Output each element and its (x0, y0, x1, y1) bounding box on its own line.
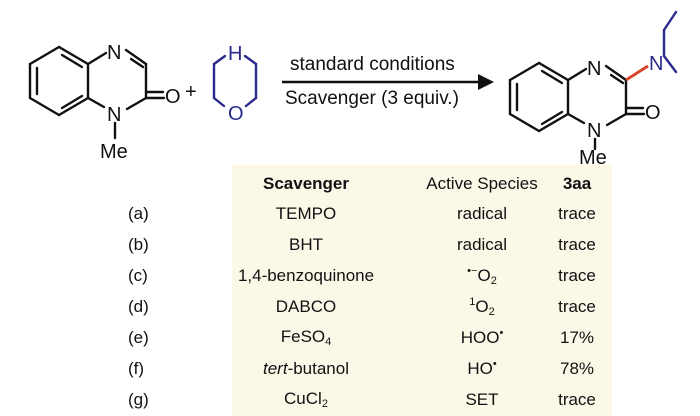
row-label: (f) (128, 358, 145, 378)
yield-value: trace (558, 265, 596, 285)
scavenger-name: DABCO (275, 296, 337, 316)
row-label: (c) (128, 265, 148, 285)
scavenger-name: CuCl2 (284, 389, 328, 410)
header-blank (128, 170, 190, 198)
atom-label-me: Me (100, 141, 128, 163)
yield-value: 78% (559, 358, 595, 378)
active-species: HOO• (460, 327, 504, 347)
conditions-top: standard conditions (290, 54, 455, 75)
atom-label-o: O (645, 102, 661, 124)
row-label: (b) (128, 234, 149, 254)
scavenger-name: tert-butanol (263, 358, 349, 378)
atom-label-n: N (107, 104, 121, 126)
atom-label-o: O (165, 86, 181, 108)
conditions-bottom: Scavenger (3 equiv.) (285, 88, 459, 109)
row-label: (a) (128, 203, 149, 223)
yield-value: 17% (559, 327, 595, 347)
atom-label-h: H (228, 43, 242, 65)
yield-value: trace (558, 234, 596, 254)
scavenger-name: TEMPO (275, 203, 337, 223)
atom-label-n: N (587, 58, 601, 80)
table-row: (c) 1,4-benzoquinone •−O2 trace (128, 260, 612, 291)
table-row: (f) tert-butanol HO• 78% (128, 353, 612, 384)
reaction-arrow (282, 74, 494, 90)
yield-value: trace (558, 203, 596, 223)
row-label: (e) (128, 327, 149, 347)
table-header-row: Scavenger Active Species 3aa (128, 170, 612, 198)
active-species: HO• (467, 358, 497, 378)
header-active-species: Active Species (426, 174, 538, 193)
active-species: 1O2 (469, 295, 495, 318)
morpholine-reactant (212, 54, 258, 108)
scavenger-name: 1,4-benzoquinone (237, 265, 375, 285)
atom-label-n: N (107, 42, 121, 64)
active-species: radical (456, 234, 508, 254)
results-table-background (232, 165, 612, 416)
quinoxalinone-reactant (28, 45, 166, 140)
row-label: (g) (128, 389, 149, 409)
atom-label-me: Me (579, 147, 607, 169)
table-row: (d) DABCO 1O2 trace (128, 291, 612, 322)
table-row: (b) BHT radical trace (128, 229, 612, 260)
table-row: (g) CuCl2 SET trace (128, 384, 612, 415)
new-cn-bond (625, 64, 649, 82)
active-species: •−O2 (467, 264, 497, 287)
active-species: radical (456, 203, 508, 223)
plus-sign: + (185, 81, 197, 103)
product-morpholine-ring (662, 10, 678, 74)
active-species: SET (465, 389, 499, 409)
table-row: (a) TEMPO radical trace (128, 198, 612, 229)
atom-label-n: N (587, 120, 601, 142)
yield-value: trace (558, 389, 596, 409)
atom-label-o: O (228, 103, 244, 125)
scavenger-name: FeSO4 (280, 327, 332, 348)
yield-value: trace (558, 296, 596, 316)
scavenger-results-table: Scavenger Active Species 3aa (a) TEMPO r… (128, 170, 612, 415)
header-yield: 3aa (562, 174, 592, 193)
row-label: (d) (128, 296, 149, 316)
header-scavenger: Scavenger (263, 174, 349, 193)
atom-label-n: N (649, 53, 663, 75)
product-3aa (508, 61, 646, 151)
table-row: (e) FeSO4 HOO• 17% (128, 322, 612, 353)
reaction-scheme: N N O Me + H O standard conditions Scave… (28, 10, 678, 169)
scavenger-name: BHT (289, 234, 323, 254)
